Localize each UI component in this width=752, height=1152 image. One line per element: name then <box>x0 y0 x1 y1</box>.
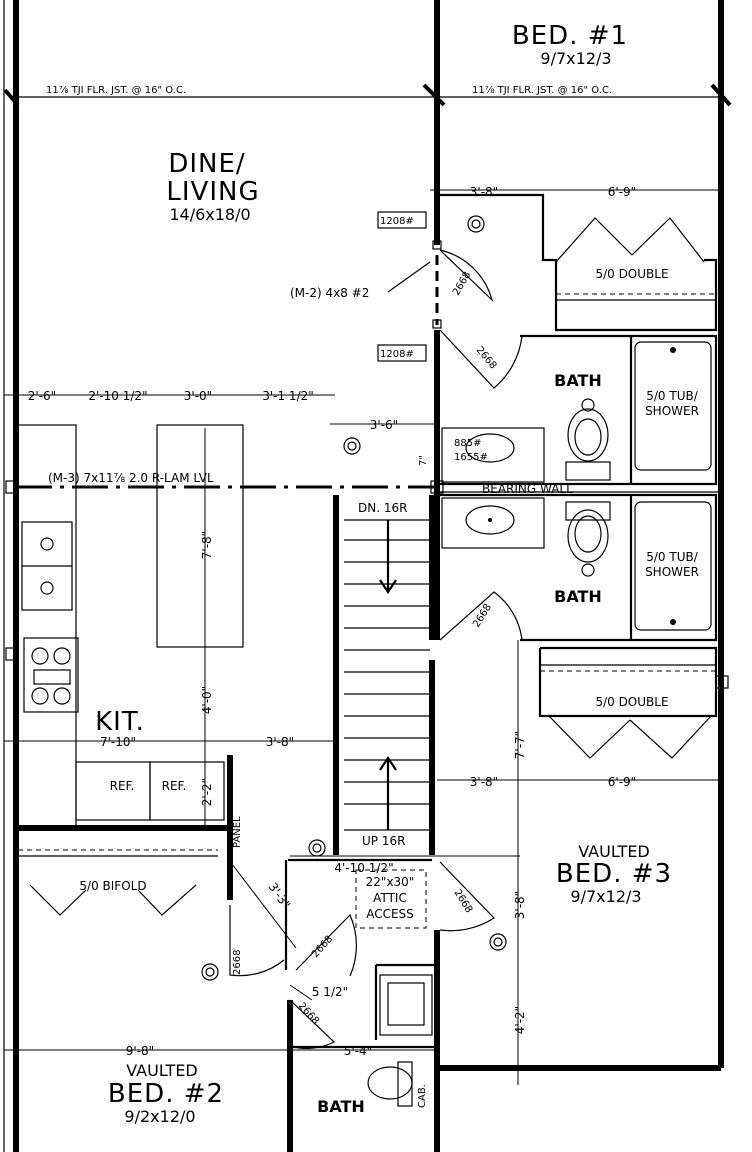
bed2-name: BED. #2 <box>108 1079 224 1109</box>
dim-row-c: 3'-0" <box>184 389 212 403</box>
bath-middle-label: BATH <box>554 587 602 606</box>
door-label-6: 2668 <box>310 934 335 960</box>
cab-label: CAB. <box>417 1084 428 1108</box>
tag-885: 885# <box>454 438 481 449</box>
door-label-5: 2668 <box>232 950 243 975</box>
tub1-label-2: SHOWER <box>645 404 699 418</box>
dim-mid-b: 6'-9" <box>608 775 636 789</box>
bed3-name: BED. #3 <box>556 859 672 889</box>
bed1-size: 9/7x12/3 <box>540 49 611 68</box>
walls <box>3 0 732 1152</box>
dim-bath-width: 5'-4" <box>344 1044 372 1058</box>
bearing-wall-note: BEARING WALL <box>482 482 573 496</box>
tub2-label-2: SHOWER <box>645 565 699 579</box>
dim-bed2-width: 9'-8" <box>126 1044 154 1058</box>
tub2-label-1: 5/0 TUB/ <box>646 550 698 564</box>
dim-bed3-v1: 7'-7" <box>513 731 527 759</box>
tag-1655: 1655# <box>454 452 488 463</box>
dine-label-1: DINE/ <box>168 149 245 179</box>
bath-lower-label: BATH <box>317 1097 365 1116</box>
dine-size: 14/6x18/0 <box>169 205 250 224</box>
dim-top-a: 3'-8" <box>470 185 498 199</box>
dim-island-gap: 4'-0" <box>200 686 214 714</box>
dim-island-height: 7'-8" <box>200 531 214 559</box>
dim-row-d: 3'-1 1/2" <box>262 389 314 403</box>
ref2-label: REF. <box>162 779 187 793</box>
closet-upper-label: 5/0 DOUBLE <box>595 267 668 281</box>
door-swings <box>229 249 523 1050</box>
dine-label-2: LIVING <box>166 177 259 207</box>
bed1-name: BED. #1 <box>512 21 628 51</box>
dim-hall-width: 4'-10 1/2" <box>334 861 393 875</box>
dim-stair-width: 3'-6" <box>370 418 398 432</box>
panel-label: PANEL <box>232 816 243 848</box>
dim-ref-height: 2'-2" <box>200 778 214 806</box>
stair-down-note: DN. 16R <box>358 501 407 515</box>
bed2-size: 9/2x12/0 <box>124 1107 195 1126</box>
dim-row-b: 2'-10 1/2" <box>88 389 147 403</box>
dim-row-a: 2'-6" <box>28 389 56 403</box>
bed2-prefix: VAULTED <box>126 1061 198 1080</box>
attic-label-2: ACCESS <box>366 907 414 921</box>
beam-m3-note: (M-3) 7x11⅞ 2.0 R-LAM LVL <box>48 471 214 485</box>
tag-1208-lower: 1208# <box>380 349 414 360</box>
bed3-size: 9/7x12/3 <box>570 887 641 906</box>
dim-bed3-v2: 3'-8" <box>513 891 527 919</box>
beam-m2-note: (M-2) 4x8 #2 <box>290 286 369 300</box>
bifold-label: 5/0 BIFOLD <box>79 879 146 893</box>
attic-size: 22"x30" <box>366 875 415 889</box>
dim-top-b: 6'-9" <box>608 185 636 199</box>
dim-mid-a: 3'-8" <box>470 775 498 789</box>
beams <box>5 96 729 689</box>
dim-seven: 7" <box>418 455 429 466</box>
dim-bed3-v3: 4'-2" <box>513 1006 527 1034</box>
dim-half: 5 1/2" <box>312 985 348 999</box>
dim-kit-b: 3'-8" <box>266 735 294 749</box>
attic-label-1: ATTIC <box>373 891 407 905</box>
fixture-graphics <box>17 215 716 1107</box>
ref1-label: REF. <box>110 779 135 793</box>
closet-lower-label: 5/0 DOUBLE <box>595 695 668 709</box>
door-label-4: 2668 <box>451 888 474 915</box>
joist-note-right: 11⅞ TJI FLR. JST. @ 16" O.C. <box>472 85 612 96</box>
door-label-3: 2668 <box>471 602 494 629</box>
tag-1208-upper: 1208# <box>380 216 414 227</box>
joist-note-left: 11⅞ TJI FLR. JST. @ 16" O.C. <box>46 85 186 96</box>
bath-upper-label: BATH <box>554 371 602 390</box>
kit-label: KIT. <box>95 707 145 737</box>
door-label-1: 2668 <box>451 270 473 298</box>
door-label-2: 2668 <box>474 345 499 372</box>
dim-diagonal: 3'-3" <box>265 880 293 911</box>
bed3-prefix: VAULTED <box>578 842 650 861</box>
dim-kit-width: 7'-10" <box>100 735 136 749</box>
tub1-label-1: 5/0 TUB/ <box>646 389 698 403</box>
door-label-7: 2668 <box>296 1001 321 1027</box>
stair-up-note: UP 16R <box>362 834 405 848</box>
dimension-lines <box>4 189 722 1085</box>
